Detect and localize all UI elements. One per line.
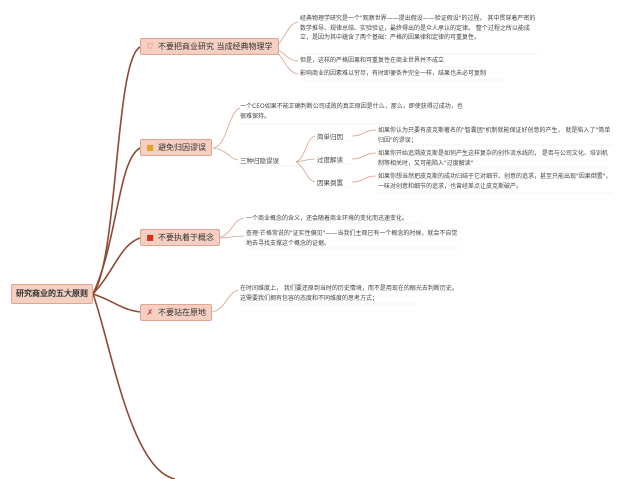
- note-standing-still-1: 在时间维度上， 我们要还原到当时的历史情境，而不是用现在的眼光去判断历史。 这需…: [240, 285, 458, 302]
- note-concepts-2: 查理·芒格常说的"证实性偏见"——当我们主观已有一个概念的时候，就会不自觉地去寻…: [246, 230, 458, 247]
- branch-label: 不要把商业研究 当成经典物理学: [158, 42, 273, 51]
- link-b3-note1: [216, 217, 245, 239]
- note-physics-2: 但是，这样的严格因果和可重复性在商业世界并不成立: [300, 57, 445, 64]
- branch-label: 不要执着于概念: [158, 233, 214, 242]
- branch-concepts[interactable]: ■ 不要执着于概念: [140, 229, 220, 246]
- heart-icon: ♡: [146, 42, 154, 51]
- lightbulb-icon: ■: [146, 143, 154, 152]
- link-b3-note2: [216, 235, 245, 239]
- item-simple-attribution[interactable]: 简单归因: [317, 133, 343, 141]
- branch-attribution[interactable]: ■ 避免归因谬误: [140, 139, 212, 156]
- note-physics-1: 经典物理学研究是一个"观察世界——提出假设——验证假设"的过程。 其中贯穿着严密…: [300, 15, 536, 41]
- link-b2-intro: [212, 107, 241, 149]
- link-root-to-b5: [92, 293, 176, 479]
- link-root-to-b2: [92, 147, 141, 295]
- group-three-fallacies[interactable]: 三种归隐谬误: [240, 157, 279, 165]
- stop-square-icon: ■: [146, 233, 154, 242]
- link-b2-group: [212, 147, 239, 161]
- link-group-item1: [295, 135, 316, 163]
- item-causal-inversion-text: 如果你想当然把皮克斯的成功归结于它对细节、创意的追求，甚至只能出现"因果倒置"，…: [378, 173, 612, 190]
- link-group-item2: [295, 158, 316, 163]
- branch-label: 避免归因谬误: [158, 143, 206, 152]
- branch-physics[interactable]: ♡ 不要把商业研究 当成经典物理学: [140, 38, 279, 55]
- tools-icon: ✗: [146, 308, 154, 317]
- link-b4-note1: [211, 289, 239, 313]
- note-physics-3: 影响商业的因素难以穷尽，有时即便条件完全一样，结果也未必可复制: [300, 70, 487, 77]
- link-group-item3: [295, 161, 316, 183]
- link-root-to-b3: [92, 237, 141, 295]
- link-root-to-b1: [92, 46, 141, 295]
- item-simple-attribution-text: 如果你认为只要有皮克斯著名的"智囊团"机制就能保证好创意的产生， 就是陷入了"简…: [378, 127, 611, 144]
- branch-standing-still[interactable]: ✗ 不要站在原地: [140, 304, 212, 321]
- note-concepts-1: 一个商业概念的含义，还会随着商业环境的变化而迅速变化。: [246, 215, 409, 222]
- item-over-interpretation-text: 如果你开始追溯皮克斯是如何产生这样复杂的创作流水线的， 是否与公司文化、培训机制…: [378, 150, 608, 167]
- link-root-to-b4: [92, 293, 141, 313]
- root-node[interactable]: 研究商业的五大原则: [11, 284, 93, 304]
- branch-label: 不要站在原地: [158, 308, 206, 317]
- note-attribution-intro: 一个CEO如果不能正确判断公司成败的真正原因是什么，那么，即使获得过成功，也很难…: [240, 103, 463, 120]
- item-over-interpretation[interactable]: 过度解读: [317, 156, 343, 164]
- item-causal-inversion[interactable]: 因果倒置: [317, 179, 343, 187]
